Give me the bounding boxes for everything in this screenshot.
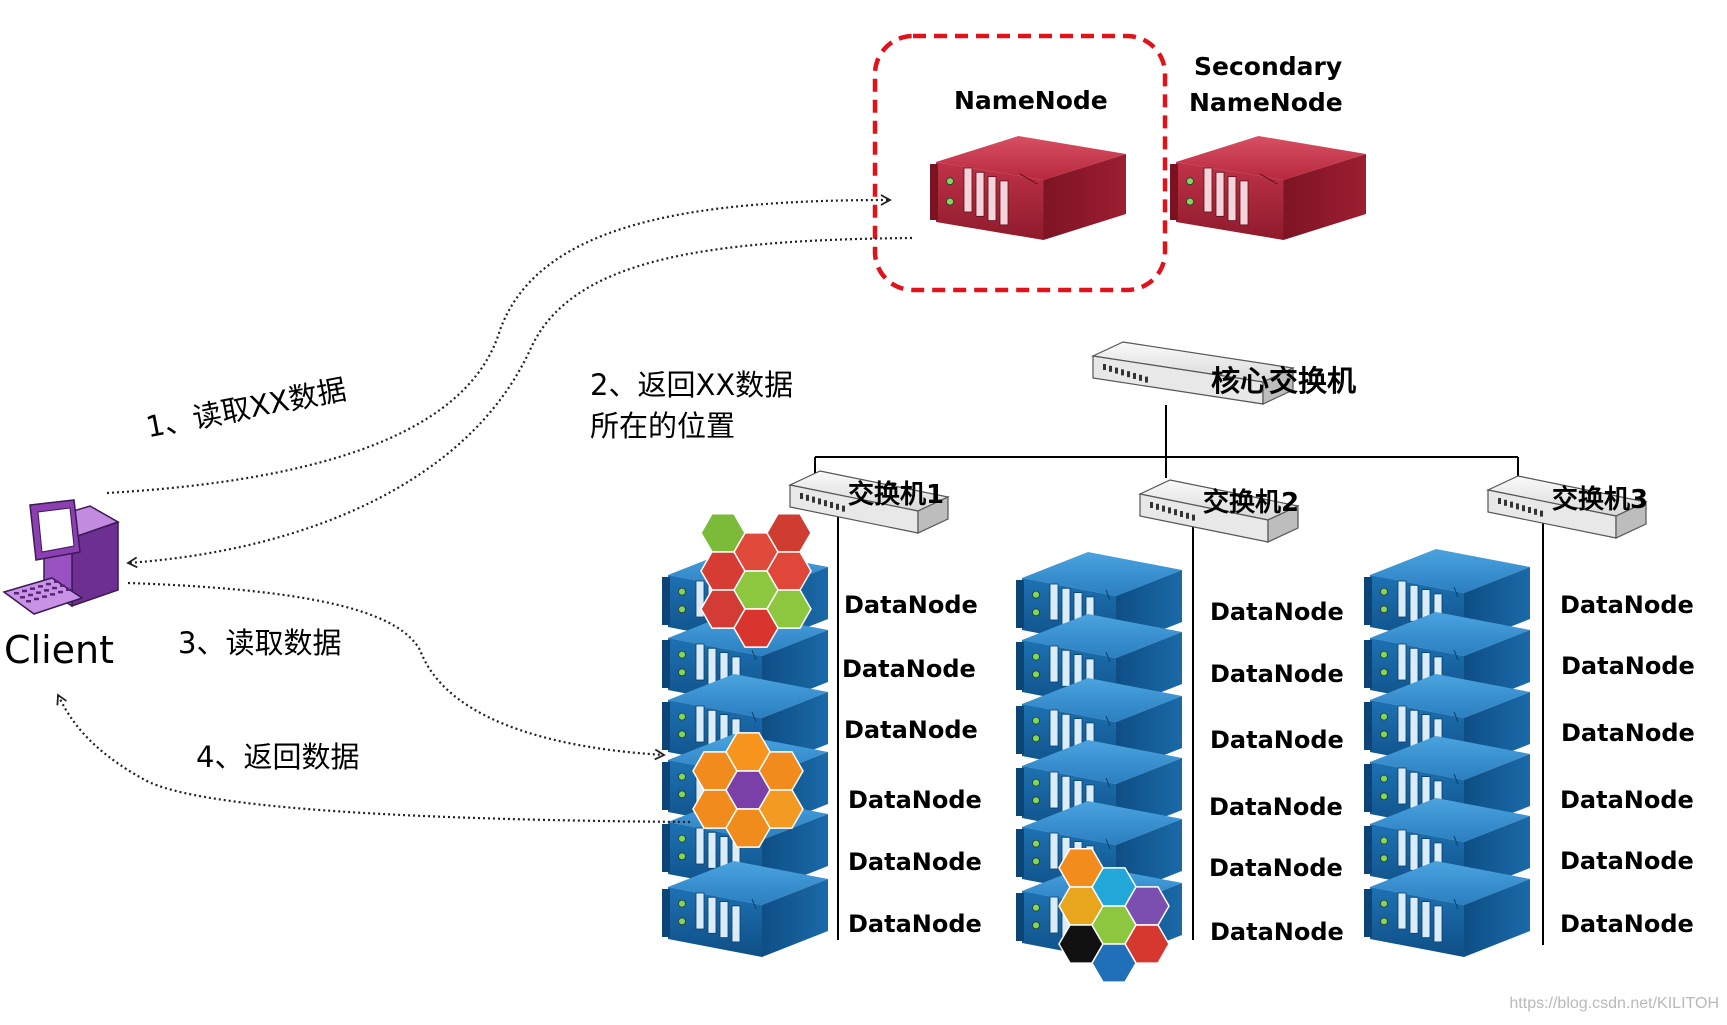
secondary-namenode-server-icon — [1170, 136, 1366, 240]
datanode-server-icon — [662, 861, 828, 957]
secondary-namenode-label-line2: NameNode — [1189, 88, 1343, 117]
datanode-server-icon — [1364, 861, 1530, 957]
multicolor-block-cluster — [1058, 848, 1170, 983]
client-computer-icon — [2, 499, 120, 615]
datanode-label: DataNode — [1210, 918, 1344, 946]
switch-2-label: 交换机2 — [1203, 488, 1300, 518]
data-block-hex — [1058, 848, 1104, 888]
data-block-hex — [733, 608, 779, 648]
datanode-label: DataNode — [1209, 793, 1343, 821]
step-3-label: 3、读取数据 — [178, 626, 342, 660]
datanode-label: DataNode — [844, 716, 978, 744]
client-label: Client — [4, 628, 115, 672]
datanode-label: DataNode — [1560, 847, 1694, 875]
step-2-arrow — [126, 236, 913, 569]
switch-1-icon — [788, 470, 950, 534]
datanode-label: DataNode — [848, 848, 982, 876]
switch-2-icon — [1138, 479, 1300, 543]
watermark: https://blog.csdn.net/KILITOH — [1509, 995, 1719, 1012]
datanode-label: DataNode — [844, 591, 978, 619]
datanode-server-icon — [1016, 614, 1182, 710]
datanode-label: DataNode — [1560, 910, 1694, 938]
datanode-label: DataNode — [1209, 854, 1343, 882]
switch-3-icon — [1486, 475, 1648, 539]
datanode-label: DataNode — [1561, 719, 1695, 747]
namenode-label: NameNode — [954, 86, 1108, 115]
datanode-label: DataNode — [1210, 726, 1344, 754]
data-block-hex — [1091, 943, 1137, 983]
datanode-label: DataNode — [1210, 598, 1344, 626]
switch-icons — [788, 341, 1648, 543]
orange-purple-block-cluster — [692, 732, 804, 848]
datanode-label: DataNode — [1210, 660, 1344, 688]
data-block-hex — [766, 513, 812, 553]
datanode-label: DataNode — [848, 910, 982, 938]
namenode-servers — [872, 33, 1366, 293]
switch-3-label: 交换机3 — [1552, 485, 1649, 515]
switch-1-label: 交换机1 — [848, 480, 945, 510]
core-switch-label: 核心交换机 — [1211, 364, 1357, 398]
data-block-hex — [700, 513, 746, 553]
datanode-label: DataNode — [1561, 652, 1695, 680]
namenode-highlight-box — [872, 33, 1168, 293]
datanode-label: DataNode — [1560, 591, 1694, 619]
step-2-label-line1: 2、返回XX数据 — [590, 368, 794, 402]
network-links — [814, 405, 1544, 945]
datanode-label: DataNode — [848, 786, 982, 814]
secondary-namenode-label-line1: Secondary — [1194, 52, 1343, 81]
core-switch-icon — [1090, 341, 1296, 405]
step-1-arrow — [106, 194, 892, 495]
namenode-server-icon — [930, 136, 1126, 240]
step-4-label: 4、返回数据 — [196, 740, 360, 774]
data-block-hex — [725, 808, 771, 848]
datanode-label: DataNode — [1560, 786, 1694, 814]
step-4-arrow — [56, 693, 691, 824]
data-block-clusters — [692, 513, 1170, 983]
flow-arrows — [56, 194, 913, 824]
datanode-label: DataNode — [842, 655, 976, 683]
red-green-block-cluster — [700, 513, 812, 648]
step-2-label-line2: 所在的位置 — [590, 409, 736, 443]
step-3-arrow — [127, 581, 666, 761]
